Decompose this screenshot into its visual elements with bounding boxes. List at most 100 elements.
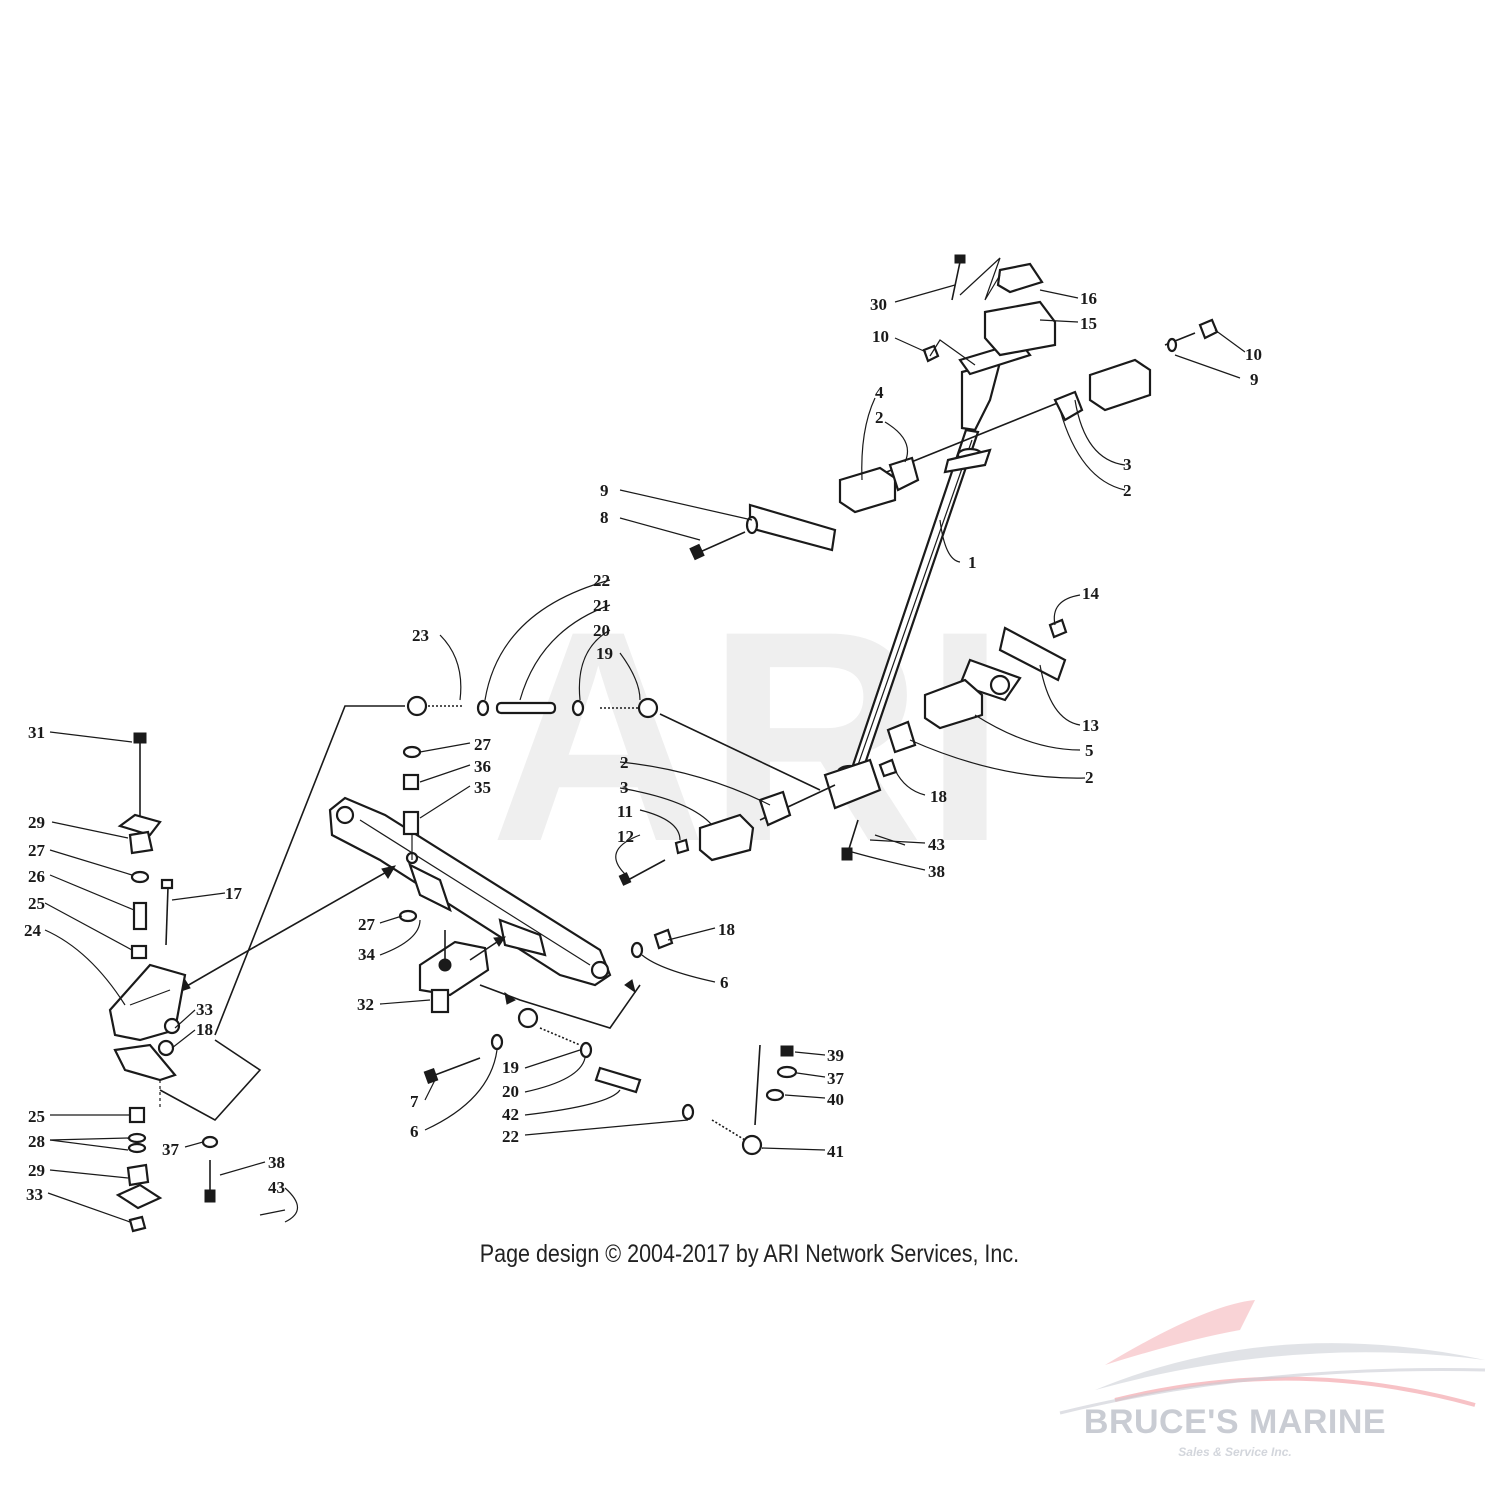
- callout-25: 25: [28, 1107, 45, 1126]
- nut: [653, 928, 674, 950]
- callout-43: 43: [928, 835, 945, 854]
- boat-swoosh-icon: [1059, 1300, 1486, 1415]
- callout-41: 41: [827, 1142, 844, 1161]
- callout-6: 6: [720, 973, 729, 992]
- callout-27: 27: [474, 735, 492, 754]
- callout-2: 2: [620, 753, 629, 772]
- callout-1: 1: [968, 553, 977, 572]
- handlebar-block-left: [838, 456, 920, 514]
- washer: [398, 909, 418, 923]
- callout-10: 10: [1245, 345, 1262, 364]
- callout-25: 25: [28, 894, 45, 913]
- leader-zigzag: [959, 257, 1001, 301]
- washer: [1166, 337, 1178, 353]
- assembly-line: [214, 705, 405, 1036]
- callout-2: 2: [1085, 768, 1094, 787]
- lower-support-bracket: [878, 618, 1068, 778]
- callout-18: 18: [718, 920, 735, 939]
- bolt: [204, 1160, 216, 1203]
- handlebar-block-right: [1053, 358, 1152, 422]
- callout-29: 29: [28, 1161, 45, 1180]
- washer: [490, 1033, 504, 1051]
- leader-lines: [44, 284, 1246, 1223]
- bolt: [951, 254, 966, 301]
- callout-17: 17: [225, 884, 243, 903]
- arrow-head: [493, 936, 506, 947]
- callout-26: 26: [28, 867, 45, 886]
- callout-5: 5: [1085, 741, 1094, 760]
- callout-18: 18: [930, 787, 947, 806]
- spindle-bracket: [418, 930, 490, 1014]
- callout-37: 37: [162, 1140, 180, 1159]
- direction-arrow: [179, 944, 259, 991]
- callout-43: 43: [268, 1178, 285, 1197]
- callout-9: 9: [600, 481, 609, 500]
- assembly-line: [159, 1039, 262, 1122]
- cotter-pin: [259, 1209, 286, 1216]
- callout-13: 13: [1082, 716, 1099, 735]
- copyright-notice: Page design © 2004-2017 by ARI Network S…: [479, 1240, 1020, 1268]
- callout-22: 22: [502, 1127, 519, 1146]
- callout-3: 3: [620, 778, 629, 797]
- callout-39: 39: [827, 1046, 844, 1065]
- callout-11: 11: [617, 802, 633, 821]
- callout-31: 31: [28, 723, 45, 742]
- direction-arrow: [469, 939, 501, 961]
- callout-36: 36: [474, 757, 491, 776]
- pinch-bolt: [841, 819, 906, 861]
- leader: [929, 339, 976, 366]
- callout-2: 2: [1123, 481, 1132, 500]
- callout-35: 35: [474, 778, 491, 797]
- callout-40: 40: [827, 1090, 844, 1109]
- callout-22: 22: [593, 571, 610, 590]
- callout-21: 21: [593, 596, 610, 615]
- callout-27: 27: [28, 841, 46, 860]
- callout-24: 24: [24, 921, 42, 940]
- arrow-head: [624, 979, 636, 994]
- washer: [630, 941, 644, 959]
- lower-spindle-stack: [115, 1106, 163, 1233]
- callout-12: 12: [617, 827, 634, 846]
- callout-2: 2: [875, 408, 884, 427]
- callout-38: 38: [268, 1153, 285, 1172]
- brand-name: BRUCE'S MARINE: [1083, 1403, 1387, 1441]
- callout-10: 10: [872, 327, 889, 346]
- tie-rod-upper: [406, 695, 659, 719]
- callout-23: 23: [412, 626, 429, 645]
- arm-spacer-stack: [402, 745, 422, 860]
- callout-18: 18: [196, 1020, 213, 1039]
- clamp-plate: [689, 503, 837, 561]
- callout-15: 15: [1080, 314, 1097, 333]
- handlebar-clamp-cap: [983, 262, 1057, 357]
- callout-labels: 30 16 15 10 10 9 4 2 3 2 9 8 1 14 22 21 …: [24, 289, 1262, 1204]
- callout-19: 19: [596, 644, 613, 663]
- callout-29: 29: [28, 813, 45, 832]
- bolt: [423, 1057, 481, 1084]
- callout-30: 30: [870, 295, 887, 314]
- brand-logo: BRUCE'S MARINE Sales & Service Inc.: [1055, 1295, 1495, 1495]
- direction-arrow: [257, 869, 391, 946]
- callout-16: 16: [1080, 289, 1097, 308]
- brand-tagline: Sales & Service Inc.: [1178, 1445, 1292, 1459]
- callout-32: 32: [357, 995, 374, 1014]
- arrow-head: [381, 865, 397, 879]
- callout-14: 14: [1082, 584, 1100, 603]
- nut: [1198, 318, 1219, 340]
- callout-20: 20: [502, 1082, 519, 1101]
- callout-19: 19: [502, 1058, 519, 1077]
- callout-9: 9: [1250, 370, 1259, 389]
- washer: [201, 1135, 219, 1149]
- callout-27: 27: [358, 915, 376, 934]
- callout-37: 37: [827, 1069, 845, 1088]
- callout-3: 3: [1123, 455, 1132, 474]
- callout-33: 33: [196, 1000, 213, 1019]
- arrow-head: [504, 991, 516, 1005]
- callout-8: 8: [600, 508, 609, 527]
- callout-4: 4: [875, 383, 884, 402]
- assembly-line: [659, 713, 821, 791]
- ski-spindle-assembly: [108, 732, 187, 1082]
- callout-7: 7: [410, 1092, 419, 1111]
- lower-block-left: [618, 790, 792, 886]
- callout-20: 20: [593, 621, 610, 640]
- direction-arrow: [479, 984, 641, 1029]
